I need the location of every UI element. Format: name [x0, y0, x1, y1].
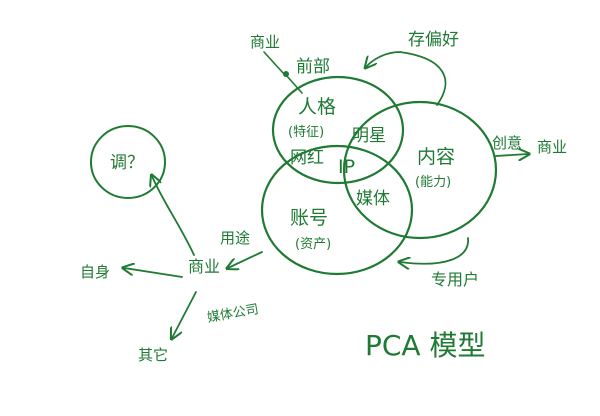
- self-label: 自身: [80, 263, 110, 281]
- account-sub-label: (资产): [295, 237, 331, 252]
- preference-label: 存偏好: [408, 30, 459, 50]
- persona-label: 人格: [298, 96, 336, 118]
- fan-label: 前部: [296, 57, 330, 77]
- overlap-media-label: 媒体: [356, 189, 390, 209]
- content-sub-label: (能力): [415, 175, 451, 190]
- overlap-influencer-label: 网红: [290, 148, 324, 168]
- overlap-ip-label: IP: [338, 156, 355, 178]
- monetize-arrow: [228, 251, 263, 268]
- commerce-top-label: 商业: [250, 33, 280, 51]
- media-company-label: 媒体公司: [206, 302, 260, 326]
- question-circle: [90, 125, 166, 199]
- creative-label: 创意: [492, 134, 522, 152]
- content-circle: [342, 100, 498, 240]
- fan-dot: [283, 71, 289, 77]
- retention-arrow: [400, 237, 469, 264]
- fan-connector-line: [285, 74, 303, 94]
- question-arrow: [152, 176, 195, 256]
- others-label: 其它: [138, 346, 168, 364]
- content-label: 内容: [417, 146, 455, 168]
- commerce-center-label: 商业: [188, 257, 220, 276]
- creative-arrow: [495, 154, 528, 156]
- persona-circle: [271, 75, 405, 185]
- overlap-star-label: 明星: [352, 126, 386, 146]
- account-label: 账号: [290, 207, 328, 229]
- commerce-right-label: 商业: [537, 138, 567, 156]
- account-circle: [260, 144, 414, 276]
- question-label: 调？: [110, 153, 144, 173]
- others-arrow: [172, 291, 197, 338]
- persona-sub-label: (特征): [288, 125, 324, 140]
- monetize-label: 用途: [220, 229, 250, 247]
- preference-arrow: [366, 51, 447, 106]
- commerce-top-line: [263, 51, 285, 75]
- retention-label: 专用户: [431, 270, 479, 289]
- model-title: PCA 模型: [365, 329, 486, 362]
- self-arrow: [124, 268, 183, 278]
